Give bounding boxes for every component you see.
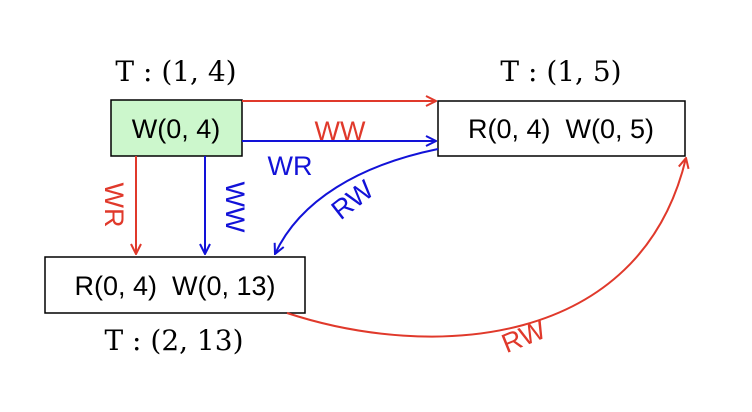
edge-label-t3-t2-rw: RW: [497, 314, 550, 359]
node-t1-ops: W(0, 4): [132, 114, 221, 144]
node-t2-box: [437, 100, 686, 157]
node-t3-label: T : (2, 13): [104, 324, 243, 357]
edge-label-t2-t3-rw: RW: [326, 174, 380, 225]
node-t3-ops: R(0, 4) W(0, 13): [74, 271, 275, 301]
edge-t3-t2-rw: [286, 158, 686, 338]
edge-t2-t3-rw: [275, 148, 439, 254]
node-t1-label: T : (1, 4): [115, 55, 236, 88]
edge-label-t1-t3-ww: WW: [220, 182, 250, 233]
edge-label-t1-t3-wr: WR: [99, 183, 129, 228]
node-t2-label: T : (1, 5): [500, 55, 621, 88]
node-t1-box: [110, 99, 243, 157]
edge-label-t1-t2-wr: WR: [268, 151, 313, 181]
node-t3-box: [44, 256, 306, 314]
node-t2-ops: R(0, 4) W(0, 5): [468, 114, 654, 144]
